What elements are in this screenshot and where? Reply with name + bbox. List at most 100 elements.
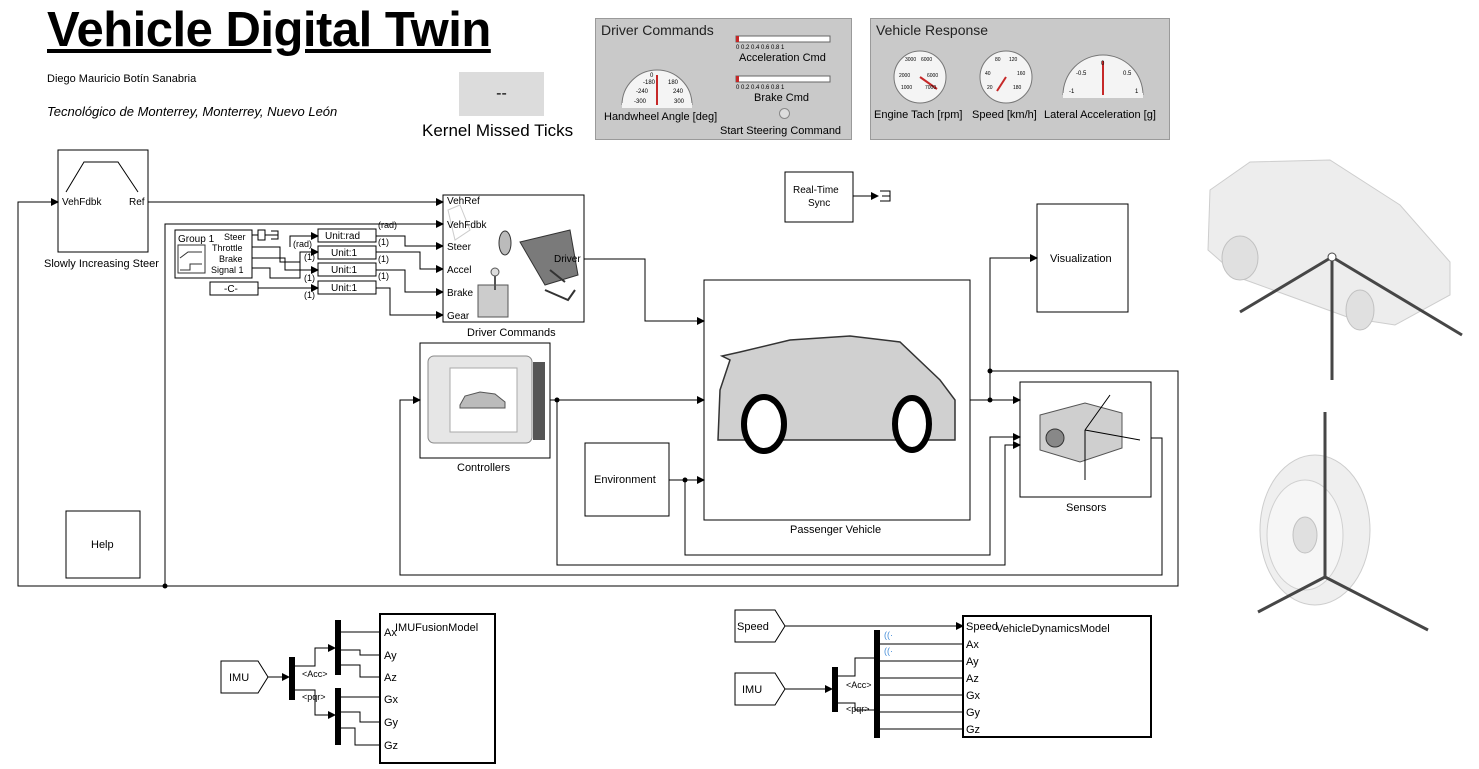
imu-port-ay: Ay: [384, 650, 397, 662]
vdm-port-gz: Gz: [966, 724, 980, 736]
kernel-missed-ticks-label: Kernel Missed Ticks: [422, 121, 574, 140]
car-axes-illustration: [1207, 159, 1463, 380]
constant-value: -C-: [224, 284, 238, 295]
svg-text:0: 0: [650, 73, 654, 79]
svg-text:80: 80: [995, 57, 1001, 63]
svg-text:1000: 1000: [901, 85, 912, 91]
unit-annot-5: (1): [378, 254, 389, 264]
unit-3-text: Unit:1: [331, 265, 358, 276]
institution-text: Tecnológico de Monterrey, Monterrey, Nue…: [47, 104, 338, 119]
svg-text:120: 120: [1009, 57, 1018, 63]
vdm-bus-acc: <Acc>: [846, 680, 872, 690]
port-brake: Brake: [447, 288, 474, 299]
bus-selector-2[interactable]: [832, 667, 838, 712]
realtime-sync-label-2: Sync: [808, 198, 830, 209]
visualization-block[interactable]: [1036, 203, 1129, 313]
signal-plot-icon: [177, 244, 206, 274]
svg-text:1: 1: [1135, 89, 1139, 95]
driver-seat-icon: [519, 229, 579, 286]
imu-port-ax: Ax: [384, 627, 397, 639]
slowly-steer-out-port: Ref: [129, 197, 145, 208]
svg-text:300: 300: [674, 99, 685, 105]
imu-port-gz: Gz: [384, 740, 398, 752]
start-steering-label: Start Steering Command: [720, 125, 842, 137]
imu-inport-label: IMU: [229, 672, 249, 684]
steering-wheel-icon: [498, 230, 512, 256]
demux-pqr[interactable]: [335, 688, 341, 745]
vdm-bus-pqr: <pqr>: [846, 704, 870, 714]
svg-text:0 0.2 0.4 0.6 0.8 1: 0 0.2 0.4 0.6 0.8 1: [736, 85, 785, 90]
bus-selector-1[interactable]: [289, 657, 295, 700]
slowly-steer-block[interactable]: [57, 149, 149, 253]
vdm-imu-inport[interactable]: [734, 672, 786, 706]
vdm-port-speed: Speed: [966, 621, 998, 633]
accel-slider[interactable]: 0 0.2 0.4 0.6 0.8 1: [734, 34, 834, 50]
unit-annot-3: (rad): [293, 239, 312, 249]
visualization-label: Visualization: [1050, 253, 1112, 265]
driver-commands-panel-title: Driver Commands: [601, 22, 714, 38]
slowly-steer-in-port: VehFdbk: [62, 197, 102, 208]
unit-1-text: Unit:rad: [325, 231, 360, 242]
vdm-imu-inport-label: IMU: [742, 684, 762, 696]
port-gear: Gear: [447, 311, 470, 322]
svg-text:160: 160: [1017, 71, 1026, 77]
svg-text:180: 180: [1013, 85, 1022, 91]
imu-bus-acc: <Acc>: [302, 669, 328, 679]
driver-commands-label: Driver Commands: [467, 327, 556, 339]
port-driver-out: Driver: [554, 254, 581, 265]
unit-2-text: Unit:1: [331, 248, 358, 259]
imu-inport[interactable]: [220, 660, 269, 694]
unit-annot-6: (1): [304, 273, 315, 283]
imu-fusion-model-block[interactable]: [379, 613, 496, 764]
svg-text:6000: 6000: [927, 73, 938, 79]
demux-acc[interactable]: [335, 620, 341, 675]
start-steering-button[interactable]: [779, 108, 790, 119]
port-vehfdbk: VehFdbk: [447, 220, 487, 231]
imu-port-az: Az: [384, 672, 397, 684]
help-label: Help: [91, 539, 114, 551]
kernel-value: --: [496, 85, 507, 102]
speed-inport[interactable]: [734, 609, 786, 643]
imu-port-gy: Gy: [384, 717, 399, 729]
realtime-sync-block[interactable]: [784, 171, 854, 223]
signal-signal1: Signal 1: [211, 265, 244, 275]
vdm-port-gx: Gx: [966, 690, 981, 702]
svg-text:-180: -180: [643, 80, 656, 86]
help-block[interactable]: [65, 510, 141, 579]
environment-block[interactable]: [584, 442, 670, 517]
brake-slider[interactable]: 0 0.2 0.4 0.6 0.8 1: [734, 74, 834, 90]
wireless-icon-1: ((·: [884, 630, 893, 640]
vehicle-dynamics-model-block[interactable]: [962, 615, 1152, 738]
unit-annot-1: (rad): [378, 220, 397, 230]
brake-label: Brake Cmd: [754, 92, 810, 104]
signal-builder-group: Group 1: [178, 234, 215, 245]
port-accel: Accel: [447, 265, 471, 276]
kernel-missed-ticks-display[interactable]: --: [459, 72, 544, 116]
unit-4-text: Unit:1: [331, 283, 358, 294]
vdm-port-az: Az: [966, 673, 979, 685]
engine-tach-label: Engine Tach [rpm]: [874, 109, 963, 121]
vehicle-response-panel-title: Vehicle Response: [876, 22, 989, 38]
vdm-demux[interactable]: [874, 630, 880, 738]
handwheel-label: Handwheel Angle [deg]: [604, 111, 718, 123]
imu-port-gx: Gx: [384, 694, 399, 706]
svg-text:-1: -1: [1069, 89, 1075, 95]
svg-text:2000: 2000: [899, 73, 910, 79]
terminator-icon: [265, 230, 279, 240]
svg-text:0.5: 0.5: [1123, 71, 1132, 77]
svg-text:240: 240: [673, 89, 684, 95]
sensor-icon: [1039, 402, 1123, 463]
unit-annot-2: (1): [378, 237, 389, 247]
signal-steer: Steer: [224, 232, 246, 242]
author-text: Diego Mauricio Botín Sanabria: [47, 73, 197, 85]
svg-text:20: 20: [987, 85, 993, 91]
unit-annot-8: (1): [304, 290, 315, 300]
wheel-axes-illustration: [1257, 412, 1429, 632]
unit-annot-7: (1): [378, 271, 389, 281]
